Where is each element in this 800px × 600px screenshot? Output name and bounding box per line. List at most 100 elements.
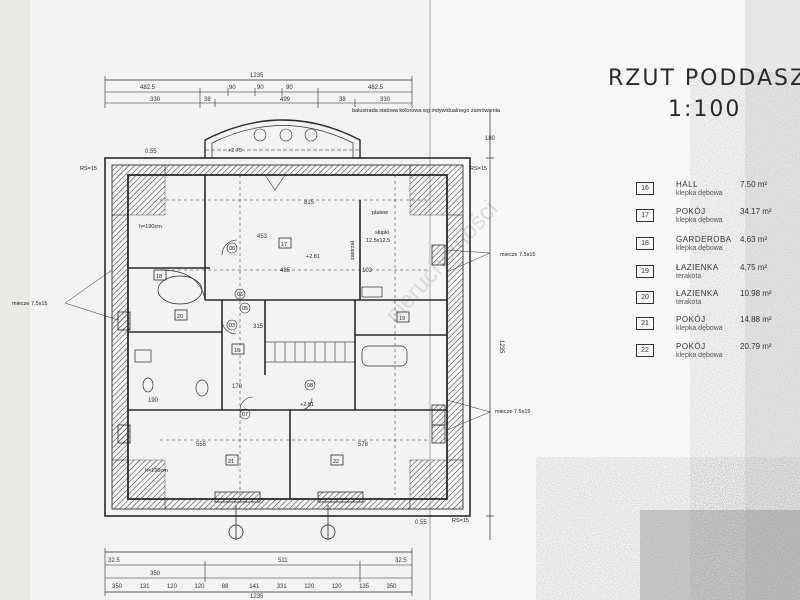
legend-room-area: 7.50 m² <box>740 180 768 189</box>
room-18-number: 18 <box>156 274 162 280</box>
room-17-number: 17 <box>281 242 287 248</box>
legend-room-name: ŁAZIENKA <box>676 263 719 272</box>
miecze-right-top: miecze 7.5x15 <box>500 252 535 258</box>
dim-bottom-511: 511 <box>278 558 288 564</box>
dim-103: 103 <box>362 268 373 274</box>
room-20-number: 20 <box>177 314 183 320</box>
legend-room-name: ŁAZIENKA <box>676 289 719 298</box>
dim-top-90a: 90 <box>229 85 236 91</box>
bottom-dim-value: 88 <box>222 584 229 590</box>
legend-room-number: 18 <box>636 237 654 250</box>
bottom-dim-value: 331 <box>277 584 288 590</box>
tag-07: 07 <box>242 412 248 418</box>
legend-room-floor: terakota <box>676 273 702 280</box>
tag-06b: 06 <box>237 292 243 298</box>
dim-top-total: 1235 <box>250 73 264 79</box>
level-275: +2.75 <box>228 148 242 154</box>
dim-bottom-325a: 32.5 <box>108 558 120 564</box>
dim-top-90c: 90 <box>286 85 293 91</box>
legend-room-floor: klepka dębowa <box>676 325 723 332</box>
bottom-dim-value: 135 <box>359 584 370 590</box>
legend-room-number: 19 <box>636 265 654 278</box>
dim-578: 578 <box>358 442 369 448</box>
dim-315: 315 <box>253 324 264 330</box>
dim-055b: 0.55 <box>415 520 427 526</box>
bottom-dim-value: 141 <box>249 584 260 590</box>
legend-room-area: 20.79 m² <box>740 342 772 351</box>
legend-room-number: 20 <box>636 291 654 304</box>
rs-br: RS=15 <box>452 518 469 524</box>
dim-330b: 330 <box>380 97 391 103</box>
drawing-scale: 1:100 <box>668 97 742 122</box>
bottom-dim-value: 131 <box>140 584 151 590</box>
dimension-texts: 1235 482.5 482.5 90 90 90 330 38 499 38 … <box>12 73 535 600</box>
legend-row: 18 GARDEROBA 4.63 m² klepka dębowa <box>632 233 782 267</box>
bottom-dim-value: 120 <box>332 584 343 590</box>
legend-row: 22 POKÓJ 20.79 m² klepka dębowa <box>632 340 782 374</box>
legend-room-area: 34.17 m² <box>740 207 772 216</box>
bottom-dimension-row: 350 131 120 120 88 141 331 120 120 135 350 <box>112 584 397 590</box>
rs-tr: RS=15 <box>470 166 487 172</box>
slupki-size-label: 12.5x12.5 <box>366 238 390 244</box>
dim-top-90b: 90 <box>257 85 264 91</box>
legend-row: 20 ŁAZIENKA 10.98 m² terakota <box>632 287 782 321</box>
legend-room-number: 22 <box>636 344 654 357</box>
dim-38b: 38 <box>339 97 346 103</box>
bottom-dim-value: 350 <box>387 584 398 590</box>
tag-03: 03 <box>229 323 235 329</box>
legend-room-floor: klepka dębowa <box>676 217 723 224</box>
dim-top-right-span: 482.5 <box>368 85 384 91</box>
legend-room-name: POKÓJ <box>676 207 706 216</box>
balustrade-note: balustrada stalowa kolorowa wg indywidua… <box>352 108 501 114</box>
legend-room-number: 16 <box>636 182 654 195</box>
drawing-title: RZUT PODDASZA <box>608 66 800 91</box>
legend-room-number: 17 <box>636 209 654 222</box>
room-16-number: 16 <box>234 348 240 354</box>
height-190a: h=190cm <box>139 224 162 230</box>
zastrzal-label: zastrzał <box>350 240 356 260</box>
legend-room-name: GARDEROBA <box>676 235 732 244</box>
dim-170: 170 <box>232 384 243 390</box>
room-22-number: 22 <box>333 459 339 465</box>
room-19-number: 19 <box>399 316 405 322</box>
dim-bottom-350: 350 <box>150 571 161 577</box>
dim-bottom-325b: 32.5 <box>395 558 407 564</box>
dim-bottom-total: 1235 <box>250 594 264 600</box>
tag-08: 08 <box>307 383 313 389</box>
bottom-dim-value: 120 <box>167 584 178 590</box>
tag-05: 05 <box>242 306 248 312</box>
bottom-dim-value: 120 <box>194 584 205 590</box>
legend-row: 16 HALL 7.50 m² klepka dębowa <box>632 178 782 212</box>
legend-room-area: 4.75 m² <box>740 263 768 272</box>
legend-row: 19 ŁAZIENKA 4.75 m² terakota <box>632 261 782 295</box>
legend-room-name: HALL <box>676 180 699 189</box>
slupki-label: słupki <box>375 230 389 236</box>
dim-555: 555 <box>196 442 207 448</box>
legend-room-area: 10.98 m² <box>740 289 772 298</box>
level-281: +2.81 <box>306 254 320 260</box>
legend-room-floor: klepka dębowa <box>676 245 723 252</box>
dim-499: 499 <box>280 97 291 103</box>
dim-453: 453 <box>257 234 268 240</box>
height-190b: h=190cm <box>145 468 168 474</box>
dim-38: 38 <box>204 97 211 103</box>
legend-row: 17 POKÓJ 34.17 m² klepka dębowa <box>632 205 782 239</box>
legend-room-area: 4.63 m² <box>740 235 768 244</box>
bottom-dim-value: 350 <box>112 584 123 590</box>
miecze-left: miecze 7.5x15 <box>12 301 47 307</box>
dim-485: 485 <box>280 268 291 274</box>
bottom-dim-value: 120 <box>304 584 315 590</box>
miecze-right-bottom: miecze 7.5x15 <box>495 409 530 415</box>
rs-tl: RS=15 <box>80 166 97 172</box>
floor-plan <box>64 76 494 596</box>
dim-330a: 330 <box>150 97 161 103</box>
tag-06a: 06 <box>229 246 235 252</box>
legend-room-number: 21 <box>636 317 654 330</box>
photocopy-noise <box>560 0 800 600</box>
dim-815: 815 <box>304 200 315 206</box>
dim-side-1235: 1235 <box>498 340 504 354</box>
legend-room-name: POKÓJ <box>676 315 706 324</box>
legend-room-name: POKÓJ <box>676 342 706 351</box>
platew-label: platew <box>372 210 388 216</box>
